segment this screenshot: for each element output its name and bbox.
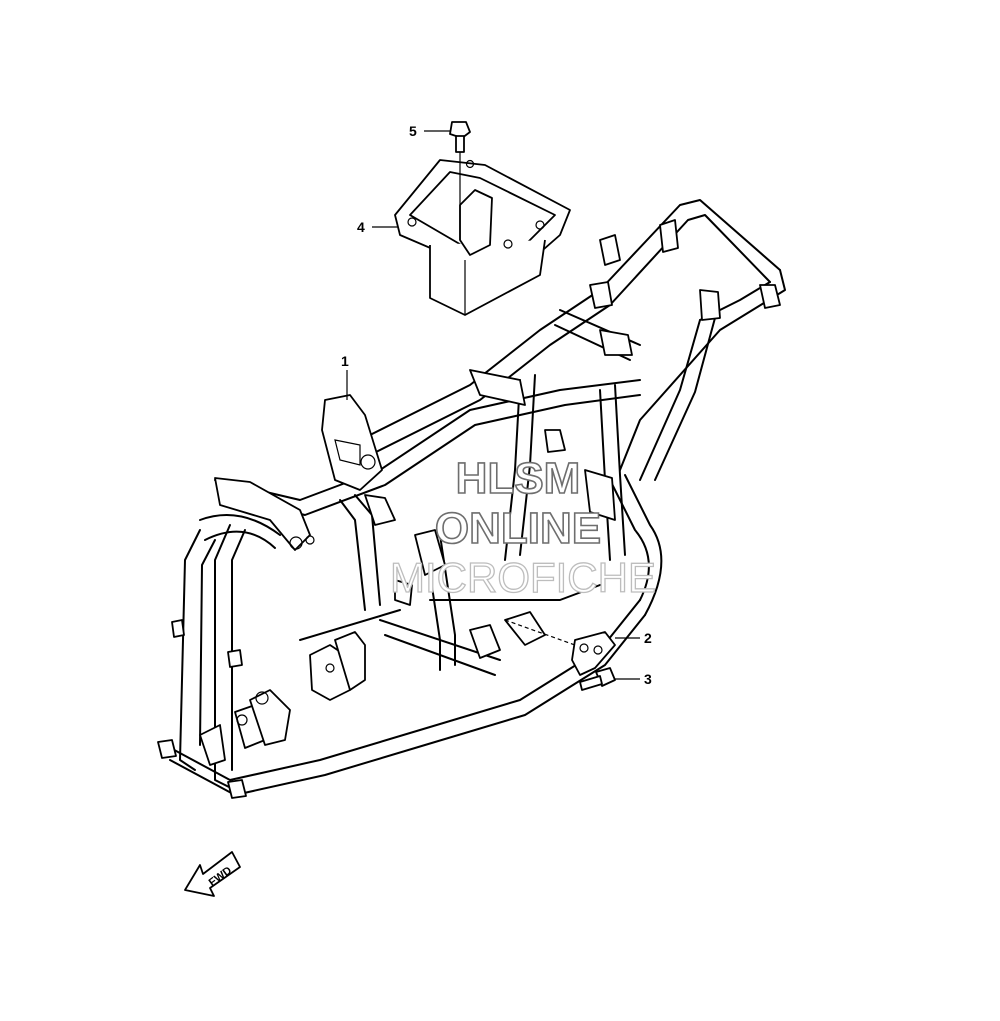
watermark-line-1: HLSM (456, 454, 581, 503)
frame-brackets (157, 219, 781, 799)
callout-4: 4 (357, 219, 398, 235)
callout-label-1: 1 (341, 353, 349, 369)
callout-label-4: 4 (357, 219, 365, 235)
watermark-line-3: MICROFICHE (390, 554, 656, 601)
callout-5: 5 (409, 123, 450, 139)
callout-3: 3 (615, 671, 652, 687)
callout-label-2: 2 (644, 630, 652, 646)
watermark: HLSM ONLINE MICROFICHE (389, 453, 656, 601)
bolt-3 (579, 667, 616, 691)
mount-plate-2 (504, 619, 616, 676)
callout-label-3: 3 (644, 671, 652, 687)
callout-2: 2 (615, 630, 652, 646)
bolt-5 (449, 121, 471, 240)
callout-1: 1 (341, 353, 349, 400)
watermark-line-2: ONLINE (435, 504, 601, 553)
fwd-arrow-icon: FWD (184, 851, 241, 897)
callout-label-5: 5 (409, 123, 417, 139)
battery-tray (394, 159, 571, 316)
